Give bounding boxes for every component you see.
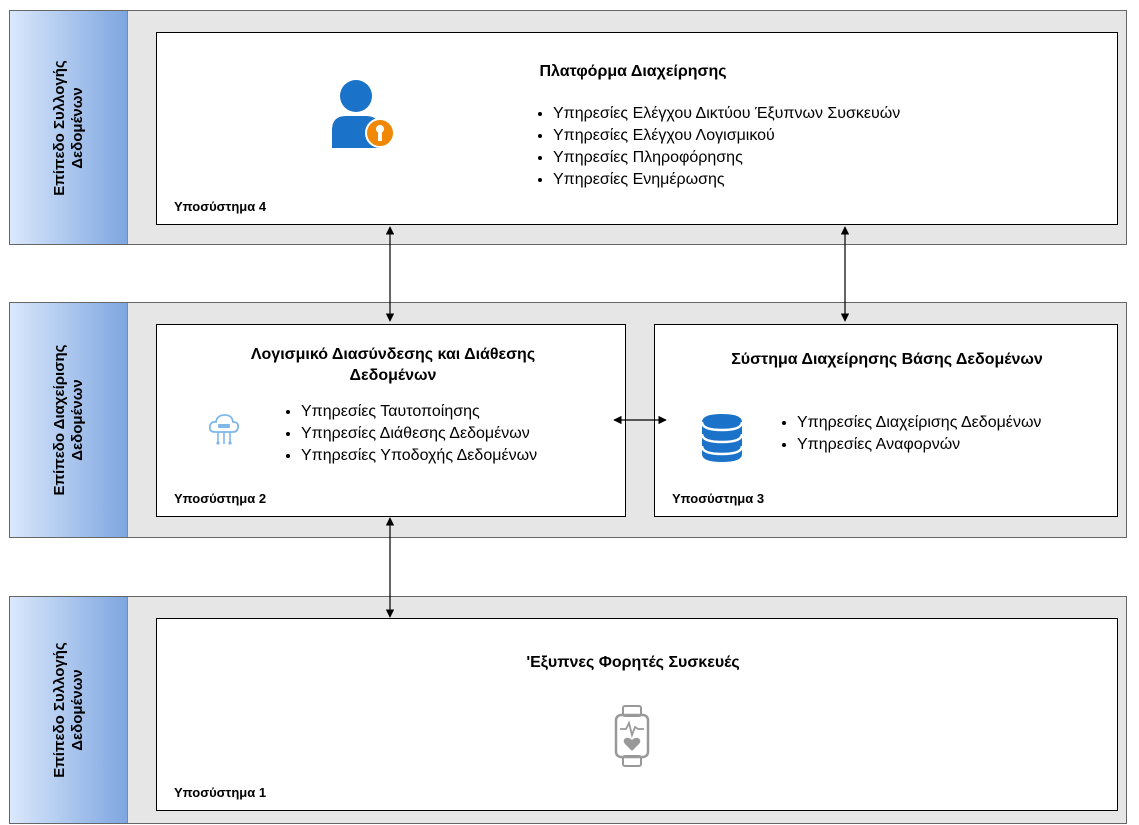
smartwatch-icon [613, 705, 651, 767]
layer-top-label-text: Επίπεδο Συλλογής Δεδομένων [50, 59, 86, 196]
layer-middle-label-text: Επίπεδο Διαχείρισης Δεδομένων [50, 344, 86, 496]
subsystem2-title: Λογισμικό Διασύνδεσης και Διάθεσης Δεδομ… [250, 346, 536, 384]
subsystem2-service: Υπηρεσίες Διάθεσης Δεδομένων [301, 423, 537, 445]
subsystem3-title: Σύστημα Διαχείρησης Βάσης Δεδομένων [731, 351, 1043, 368]
subsystem3-service: Υπηρεσίες Αναφορνών [797, 434, 1041, 456]
subsystem3-box: Σύστημα Διαχείρησης Βάσης Δεδομένων Υπηρ… [654, 324, 1118, 517]
subsystem1-box: 'Εξυπνες Φορητές Συσκευές Υποσύστημα 1 [156, 618, 1118, 811]
subsystem2-box: Λογισμικό Διασύνδεσης και Διάθεσης Δεδομ… [156, 324, 626, 517]
user-admin-icon [330, 78, 400, 150]
layer-middle: Επίπεδο Διαχείρισης Δεδομένων Λογισμικό … [9, 302, 1127, 538]
subsystem4-service: Υπηρεσίες Ελέγχου Δικτύου Έξυπνων Συσκευ… [553, 103, 900, 125]
subsystem4-title: Πλατφόρμα Διαχείρησης [539, 63, 727, 80]
subsystem4-service: Υπηρεσίες Ελέγχου Λογισμικού [553, 125, 900, 147]
layer-top: Επίπεδο Συλλογής Δεδομένων Πλατφόρμα Δια… [9, 10, 1127, 245]
subsystem4-service: Υπηρεσίες Πληροφόρησης [553, 147, 900, 169]
layer-middle-label: Επίπεδο Διαχείρισης Δεδομένων [10, 303, 128, 537]
subsystem2-label: Υποσύστημα 2 [174, 491, 267, 506]
layer-bottom: Επίπεδο Συλλογής Δεδομένων 'Εξυπνες Φορη… [9, 596, 1127, 824]
subsystem1-title: 'Εξυπνες Φορητές Συσκευές [526, 654, 740, 671]
layer-bottom-label-text: Επίπεδο Συλλογής Δεδομένων [50, 642, 86, 778]
subsystem3-services: Υπηρεσίες Διαχείρισης Δεδομένων Υπηρεσίε… [779, 412, 1041, 456]
subsystem2-service: Υπηρεσίες Υποδοχής Δεδομένων [301, 445, 537, 467]
subsystem4-service: Υπηρεσίες Ενημέρωσης [553, 169, 900, 191]
cloud-api-icon [207, 412, 241, 446]
subsystem4-box: Πλατφόρμα Διαχείρησης Υπηρεσίες Ελέγχου … [156, 32, 1118, 225]
subsystem2-services: Υπηρεσίες Ταυτοποίησης Υπηρεσίες Διάθεση… [283, 401, 537, 467]
subsystem4-label: Υποσύστημα 4 [174, 199, 267, 214]
subsystem2-service: Υπηρεσίες Ταυτοποίησης [301, 401, 537, 423]
subsystem1-label: Υποσύστημα 1 [174, 785, 267, 800]
subsystem3-label: Υποσύστημα 3 [672, 491, 765, 506]
subsystem4-services: Υπηρεσίες Ελέγχου Δικτύου Έξυπνων Συσκευ… [535, 103, 900, 191]
subsystem3-service: Υπηρεσίες Διαχείρισης Δεδομένων [797, 412, 1041, 434]
layer-bottom-label: Επίπεδο Συλλογής Δεδομένων [10, 597, 128, 823]
layer-top-label: Επίπεδο Συλλογής Δεδομένων [10, 11, 128, 244]
database-icon [699, 412, 745, 464]
